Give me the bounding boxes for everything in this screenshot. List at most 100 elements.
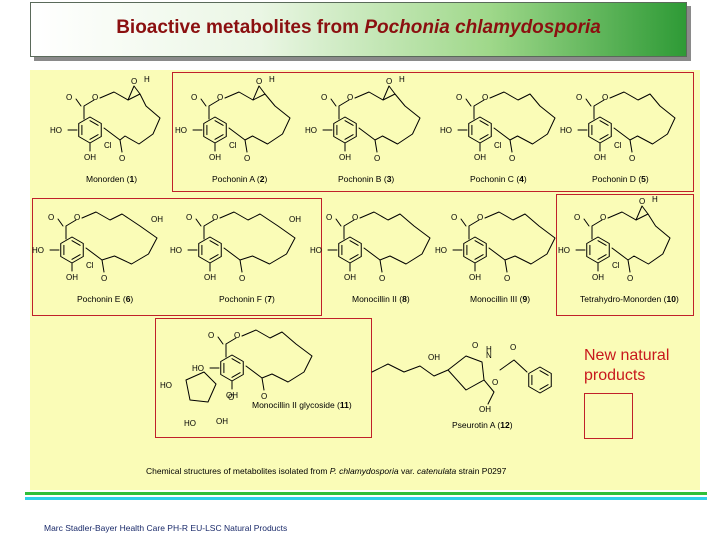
hydroxyl-label: OH	[592, 273, 604, 282]
oxygen-label: O	[131, 77, 137, 86]
ketone-bond	[239, 259, 243, 273]
oxygen-label: O	[48, 213, 54, 222]
hydroxyl-label: HO	[560, 126, 572, 135]
ketone-bond	[509, 139, 513, 153]
ketone-bond	[261, 377, 265, 391]
compound-label: Pochonin A (2)	[212, 174, 268, 184]
ester-bond	[468, 219, 480, 240]
hydrogen-label: H	[486, 345, 492, 354]
double-bond	[479, 120, 489, 126]
title-prefix: Bioactive metabolites from	[116, 17, 365, 38]
oxygen-label: O	[574, 213, 580, 222]
double-bond	[474, 240, 484, 246]
chlorine-label: Cl	[612, 261, 620, 270]
ester-bond	[343, 219, 355, 240]
oxygen-label: O	[482, 93, 488, 102]
chlorine-label: Cl	[614, 141, 622, 150]
oxygen-label: O	[472, 341, 478, 350]
ketone-bond	[504, 259, 508, 273]
oxygen-label: O	[576, 93, 582, 102]
ketone-bond	[627, 259, 631, 273]
double-bond	[209, 254, 219, 260]
figure-caption: Chemical structures of metabolites isola…	[146, 466, 507, 476]
hydrogen-label: H	[144, 75, 150, 84]
hydroxyl-label: HO	[435, 246, 447, 255]
oxygen-label: O	[509, 154, 515, 163]
hydroxyl-label: OH	[84, 153, 96, 162]
macrocycle	[81, 211, 158, 265]
oxygen-label: O	[74, 213, 80, 222]
oxygen-label: O	[386, 77, 392, 86]
hydroxyl-label: OH	[594, 153, 606, 162]
oxygen-label: O	[379, 274, 385, 283]
hydroxyl-label: OH	[216, 417, 228, 426]
double-bond	[231, 372, 241, 378]
double-bond	[214, 120, 224, 126]
chlorine-label: Cl	[104, 141, 112, 150]
oxygen-label: O	[352, 213, 358, 222]
double-bond	[349, 240, 359, 246]
divider-green	[25, 492, 707, 495]
double-bond	[599, 120, 609, 126]
ester-bond	[593, 99, 605, 120]
macrocycle	[224, 91, 291, 145]
hydroxyl-label: HO	[558, 246, 570, 255]
ketone-bond	[101, 259, 105, 273]
ketone-bond	[374, 139, 378, 153]
oxygen-label: O	[627, 274, 633, 283]
hydroxyl-label: OH	[344, 273, 356, 282]
hydroxyl-label: OH	[204, 273, 216, 282]
structures-panel	[30, 70, 700, 490]
chlorine-label: Cl	[229, 141, 237, 150]
compound-label: Monocillin II glycoside (11)	[252, 400, 352, 410]
title-species: Pochonia chlamydosporia	[364, 17, 601, 38]
carbonyl	[217, 336, 224, 345]
carbonyl	[335, 218, 342, 227]
new-products-box-top	[172, 72, 694, 192]
oxygen-label: O	[326, 213, 332, 222]
hydroxyl-label: OH	[339, 153, 351, 162]
hydroxyl-label: HO	[32, 246, 44, 255]
macrocycle	[219, 211, 296, 265]
compound-label: Monocillin II (8)	[352, 294, 410, 304]
ester-bond	[65, 219, 77, 240]
hydroxyl-label: HO	[184, 419, 196, 428]
ester-bond	[591, 219, 603, 240]
oxygen-label: O	[510, 343, 516, 352]
epoxide	[252, 85, 266, 101]
carbonyl	[75, 98, 82, 107]
carbonyl	[57, 218, 64, 227]
hydroxyl-label: OH	[226, 391, 238, 400]
double-bond	[474, 254, 484, 260]
footer-credit: Marc Stadler-Bayer Health Care PH-R EU-L…	[44, 523, 288, 533]
epoxide	[635, 205, 649, 221]
carbonyl	[585, 98, 592, 107]
oxygen-label: O	[101, 274, 107, 283]
ketone-bond	[119, 139, 123, 153]
macrocycle	[99, 91, 161, 145]
ester-bond	[473, 99, 485, 120]
sugar-ring	[185, 371, 217, 403]
oxygen-label: O	[477, 213, 483, 222]
ketone-bond	[244, 139, 248, 153]
double-bond	[349, 254, 359, 260]
oxygen-label: O	[119, 154, 125, 163]
oxygen-label: O	[256, 77, 262, 86]
ester-bond	[208, 99, 220, 120]
oxygen-label: O	[191, 93, 197, 102]
double-bond	[539, 370, 549, 376]
carbonyl	[195, 218, 202, 227]
hydroxyl-label: OH	[469, 273, 481, 282]
legend-line-2: products	[584, 367, 646, 384]
hydroxyl-label: OH	[289, 215, 301, 224]
epoxide	[382, 85, 396, 101]
oxygen-label: O	[239, 274, 245, 283]
macrocycle	[609, 91, 676, 145]
new-products-box-bottom	[155, 318, 372, 438]
slide-title: Bioactive metabolites from Pochonia chla…	[31, 17, 686, 39]
hydroxyl-label: HO	[440, 126, 452, 135]
double-bond	[597, 240, 607, 246]
oxygen-label: O	[451, 213, 457, 222]
compound-label: Pochonin B (3)	[338, 174, 395, 184]
